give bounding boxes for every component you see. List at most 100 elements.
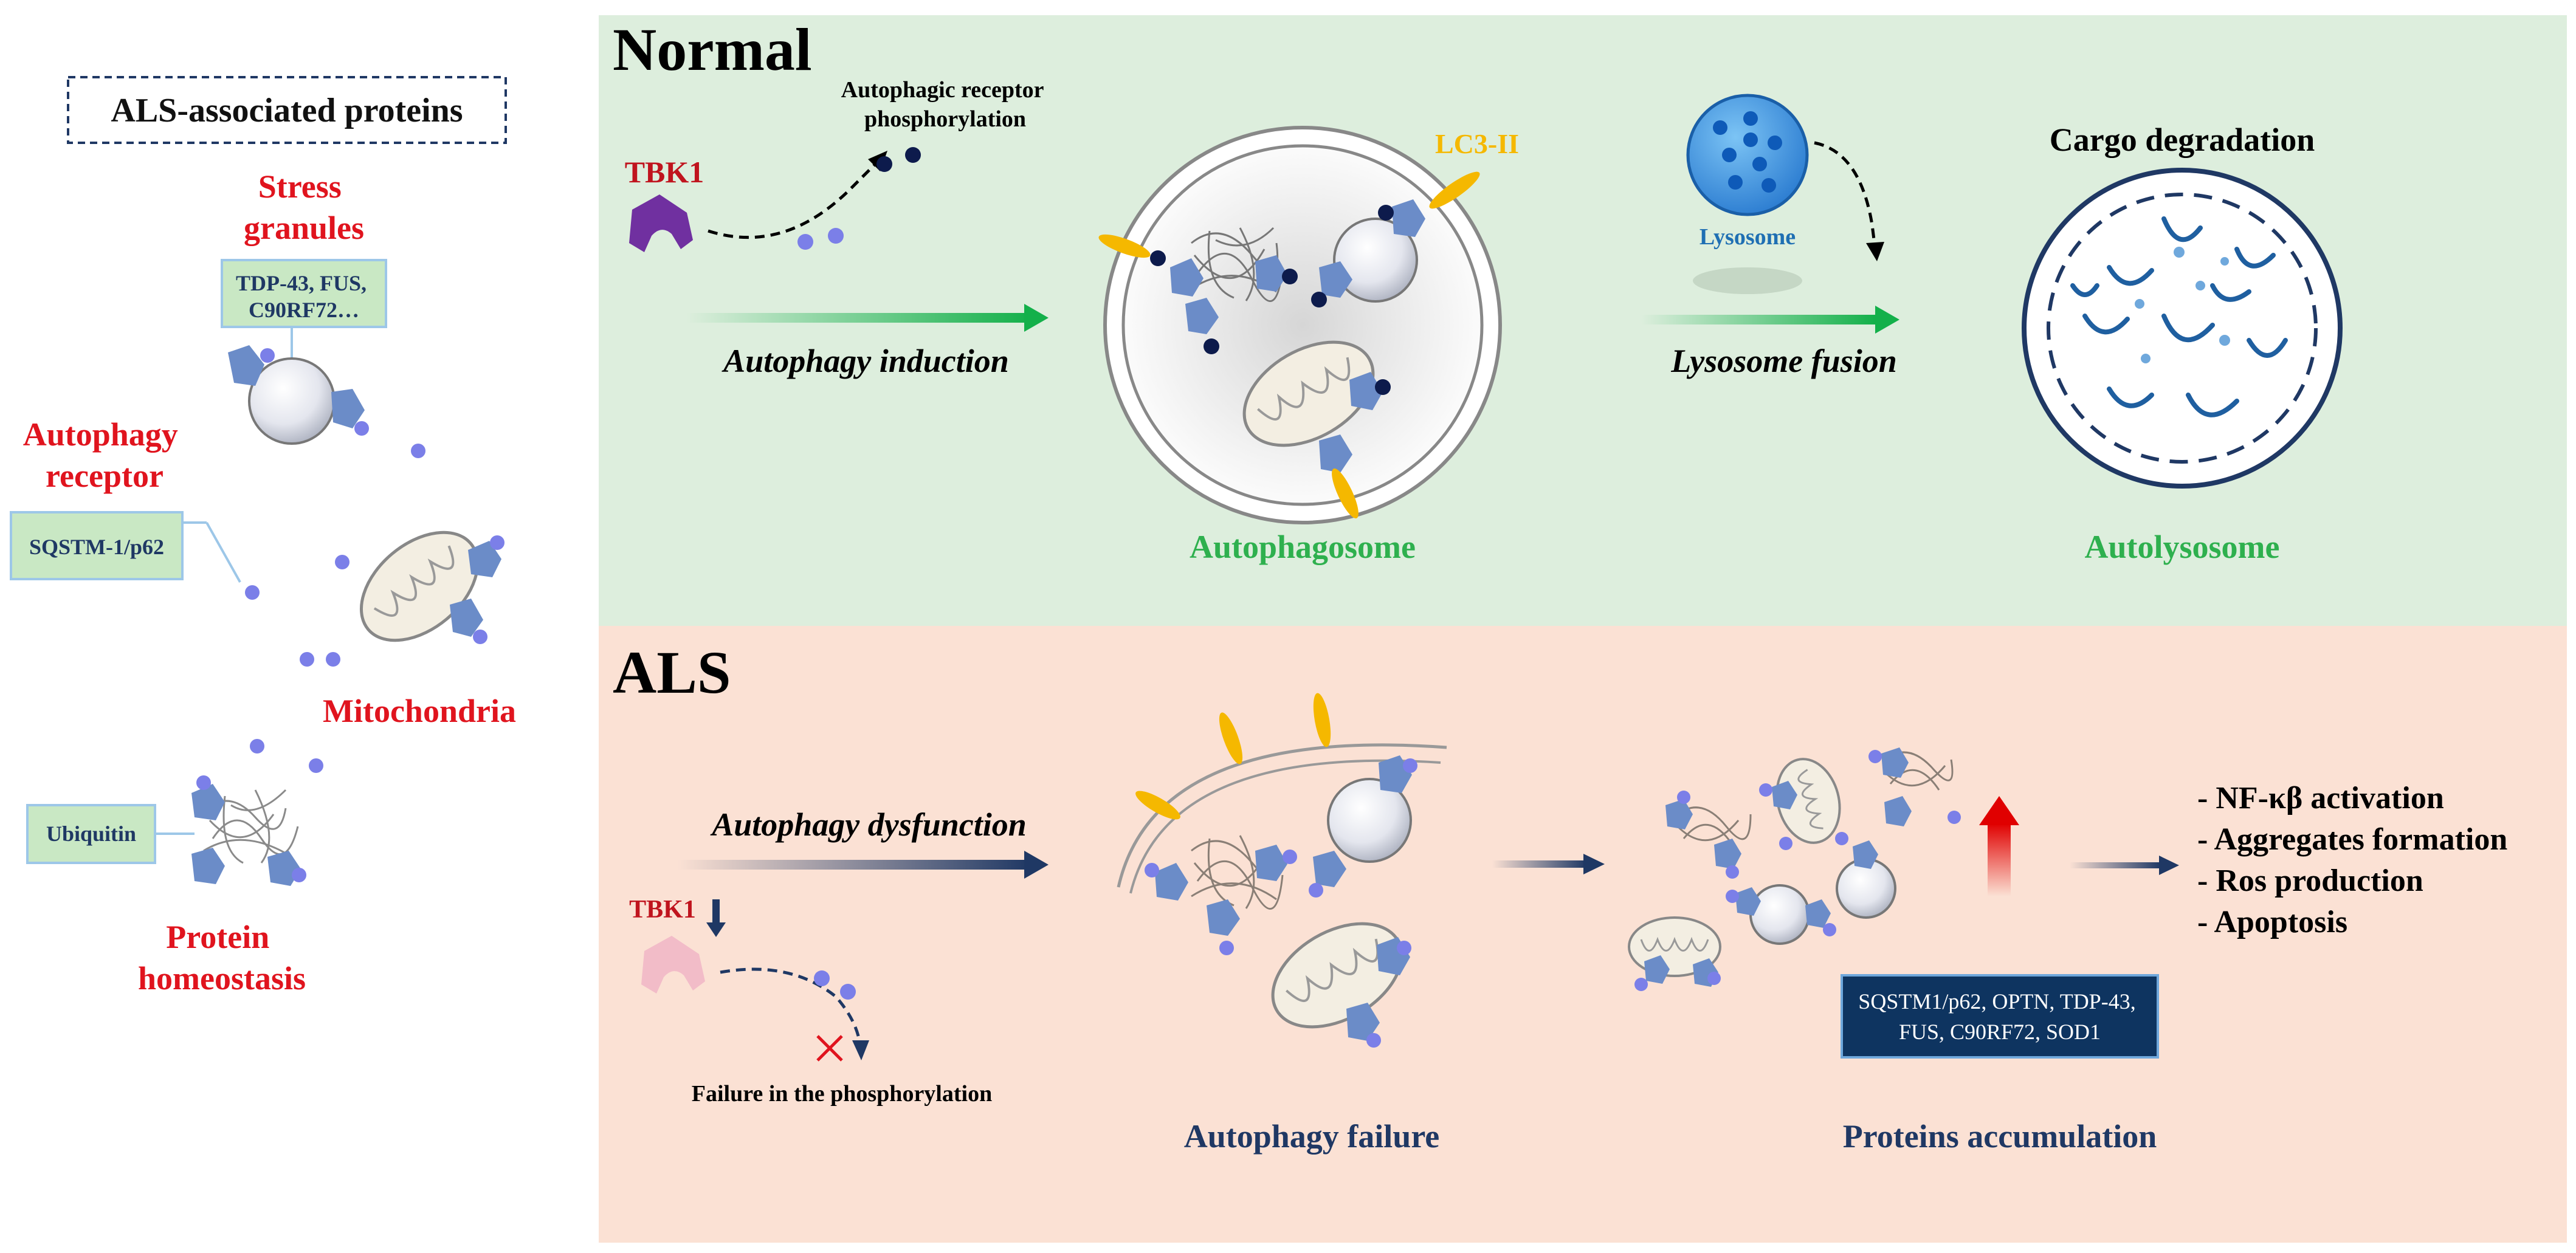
phosphate-dot	[1677, 791, 1690, 804]
phosphate-dot	[1947, 811, 1961, 824]
lysosome-arrowhead	[1866, 242, 1884, 261]
receptor-shape	[1346, 1003, 1380, 1041]
phosphorylated-dot	[1375, 379, 1391, 395]
autophagy-induction-arrowhead	[1024, 304, 1049, 332]
lysosome-label: Lysosome	[1700, 224, 1796, 250]
receptor-shape	[1665, 799, 1693, 829]
phosphorylation-line2: phosphorylation	[864, 106, 1026, 132]
phosphate-dot	[1707, 972, 1721, 985]
autolysosome-outer	[2022, 168, 2343, 489]
phosphorylated-dot	[876, 156, 892, 172]
ubiquitin-box-text: Ubiquitin	[46, 822, 136, 846]
receptor-shape	[1185, 298, 1219, 334]
phosphate-dot	[840, 984, 856, 1000]
lc3-marker	[1219, 712, 1243, 764]
phosphate-dot	[473, 630, 487, 644]
lysosome-arrow	[1814, 141, 1877, 250]
accumulated-vesicle	[1749, 884, 1810, 945]
outcome-nfkb: - NF-κβ activation	[2197, 781, 2444, 815]
left-panel: ALS-associated proteins Stress granules …	[10, 76, 516, 997]
degraded-fragments	[2135, 247, 2230, 363]
receptor-shape	[228, 345, 264, 386]
autophagy-dysfunction-arrowhead	[1024, 851, 1049, 879]
stress-box-text: TDP-43, FUS, C90RF72…	[236, 271, 372, 322]
left-title-box	[67, 76, 507, 144]
broken-membrane-inner	[1129, 759, 1441, 894]
autolysosome-label: Autolysosome	[2085, 529, 2280, 565]
mitochondrion	[1775, 758, 1841, 844]
lc3-marker	[1135, 791, 1180, 820]
phosphate-dot	[292, 868, 306, 882]
receptor-shape	[1881, 747, 1909, 778]
protein-aggregate	[1191, 227, 1284, 302]
phosphate-dot	[1634, 978, 1648, 991]
receptor-shape	[1772, 781, 1797, 809]
autophagy-induction-label: Autophagy induction	[721, 343, 1009, 379]
receptor-box	[10, 511, 184, 580]
autophagy-dysfunction-arrow-body	[678, 860, 1030, 870]
autophagy-failure-label: Autophagy failure	[1184, 1118, 1440, 1155]
als-tbk1-shape	[641, 936, 705, 994]
phosphate-dot	[1835, 832, 1848, 845]
stress-granule-vesicle	[248, 357, 336, 445]
increase-arrow-body	[1988, 823, 2011, 896]
lc3-label: LC3-II	[1435, 128, 1519, 159]
autophagy-receptor-line1: Autophagy	[23, 416, 178, 453]
phosphorylated-dot	[1311, 292, 1327, 307]
phosphate-dot	[1283, 850, 1297, 864]
stress-box	[221, 259, 387, 328]
phosphate-dot	[814, 970, 830, 986]
als-panel: ALS Autophagy dysfunction TBK1 Failure i…	[599, 626, 2567, 1243]
outcome-apoptosis: - Apoptosis	[2197, 905, 2347, 939]
stress-granules-line2: granules	[244, 210, 364, 246]
phosphate-dot	[196, 775, 211, 790]
left-title: ALS-associated proteins	[111, 92, 463, 129]
protein-homeostasis-line1: Protein	[166, 919, 269, 955]
proteins-box-text: SQSTM1/p62, OPTN, TDP-43, FUS, C90RF72, …	[1858, 989, 2141, 1044]
autolysosome-inner	[2047, 193, 2318, 464]
autophagy-receptor-label: Autophagy receptor	[23, 416, 187, 494]
phosphate-dot	[1219, 941, 1234, 955]
phosphate-dot	[326, 652, 340, 667]
proteins-box-line1: SQSTM1/p62, OPTN, TDP-43,	[1858, 989, 2135, 1014]
receptor-shape	[1392, 199, 1425, 237]
phosphate-dot	[1397, 941, 1411, 955]
failed-phosphorylation-arrowhead	[852, 1040, 869, 1060]
phosphate-dot	[309, 758, 323, 773]
phosphorylated-dot	[1378, 205, 1394, 221]
autophagy-dysfunction-label: Autophagy dysfunction	[710, 806, 1027, 843]
receptor-shape	[1319, 434, 1352, 473]
phosphorylated-dot	[905, 147, 921, 163]
phosphorylation-line1: Autophagic receptor	[841, 77, 1044, 103]
accumulated-aggregates	[1676, 751, 1954, 845]
mitochondria-label: Mitochondria	[323, 693, 516, 729]
cargo-vesicle	[1327, 778, 1412, 863]
proteins-box-line2: FUS, C90RF72, SOD1	[1899, 1020, 2101, 1044]
phosphate-dot	[411, 444, 425, 458]
receptor-shape	[1884, 796, 1912, 826]
phosphate-dot	[1779, 837, 1793, 850]
phosphate-dot	[797, 234, 813, 250]
phosphate-dot	[1868, 750, 1882, 763]
failure-label: Failure in the phosphorylation	[692, 1081, 992, 1107]
mitochondrion	[359, 530, 480, 642]
mitochondrion	[1242, 340, 1375, 447]
protein-aggregate	[203, 789, 299, 864]
tbk1-down-arrow-body	[712, 899, 720, 924]
degraded-cargo	[2070, 216, 2288, 417]
receptor-box-text: SQSTM-1/p62	[29, 535, 164, 559]
proteins-box	[1841, 974, 2159, 1059]
receptor-shape	[1853, 840, 1878, 869]
protein-homeostasis-label: Protein homeostasis	[138, 919, 306, 997]
phosphate-dot	[245, 585, 260, 600]
phosphate-dot	[1823, 923, 1836, 936]
failed-phosphorylation-arrow	[720, 967, 862, 1046]
phosphate-dot	[1759, 783, 1772, 797]
als-tbk1-label: TBK1	[629, 896, 696, 924]
to-accumulation-arrow-body	[1492, 860, 1586, 868]
lysosome-shadow	[1693, 267, 1802, 294]
broken-membrane-outer	[1117, 743, 1447, 888]
lc3-marker	[1313, 693, 1331, 747]
phosphate-dot	[1309, 883, 1323, 898]
